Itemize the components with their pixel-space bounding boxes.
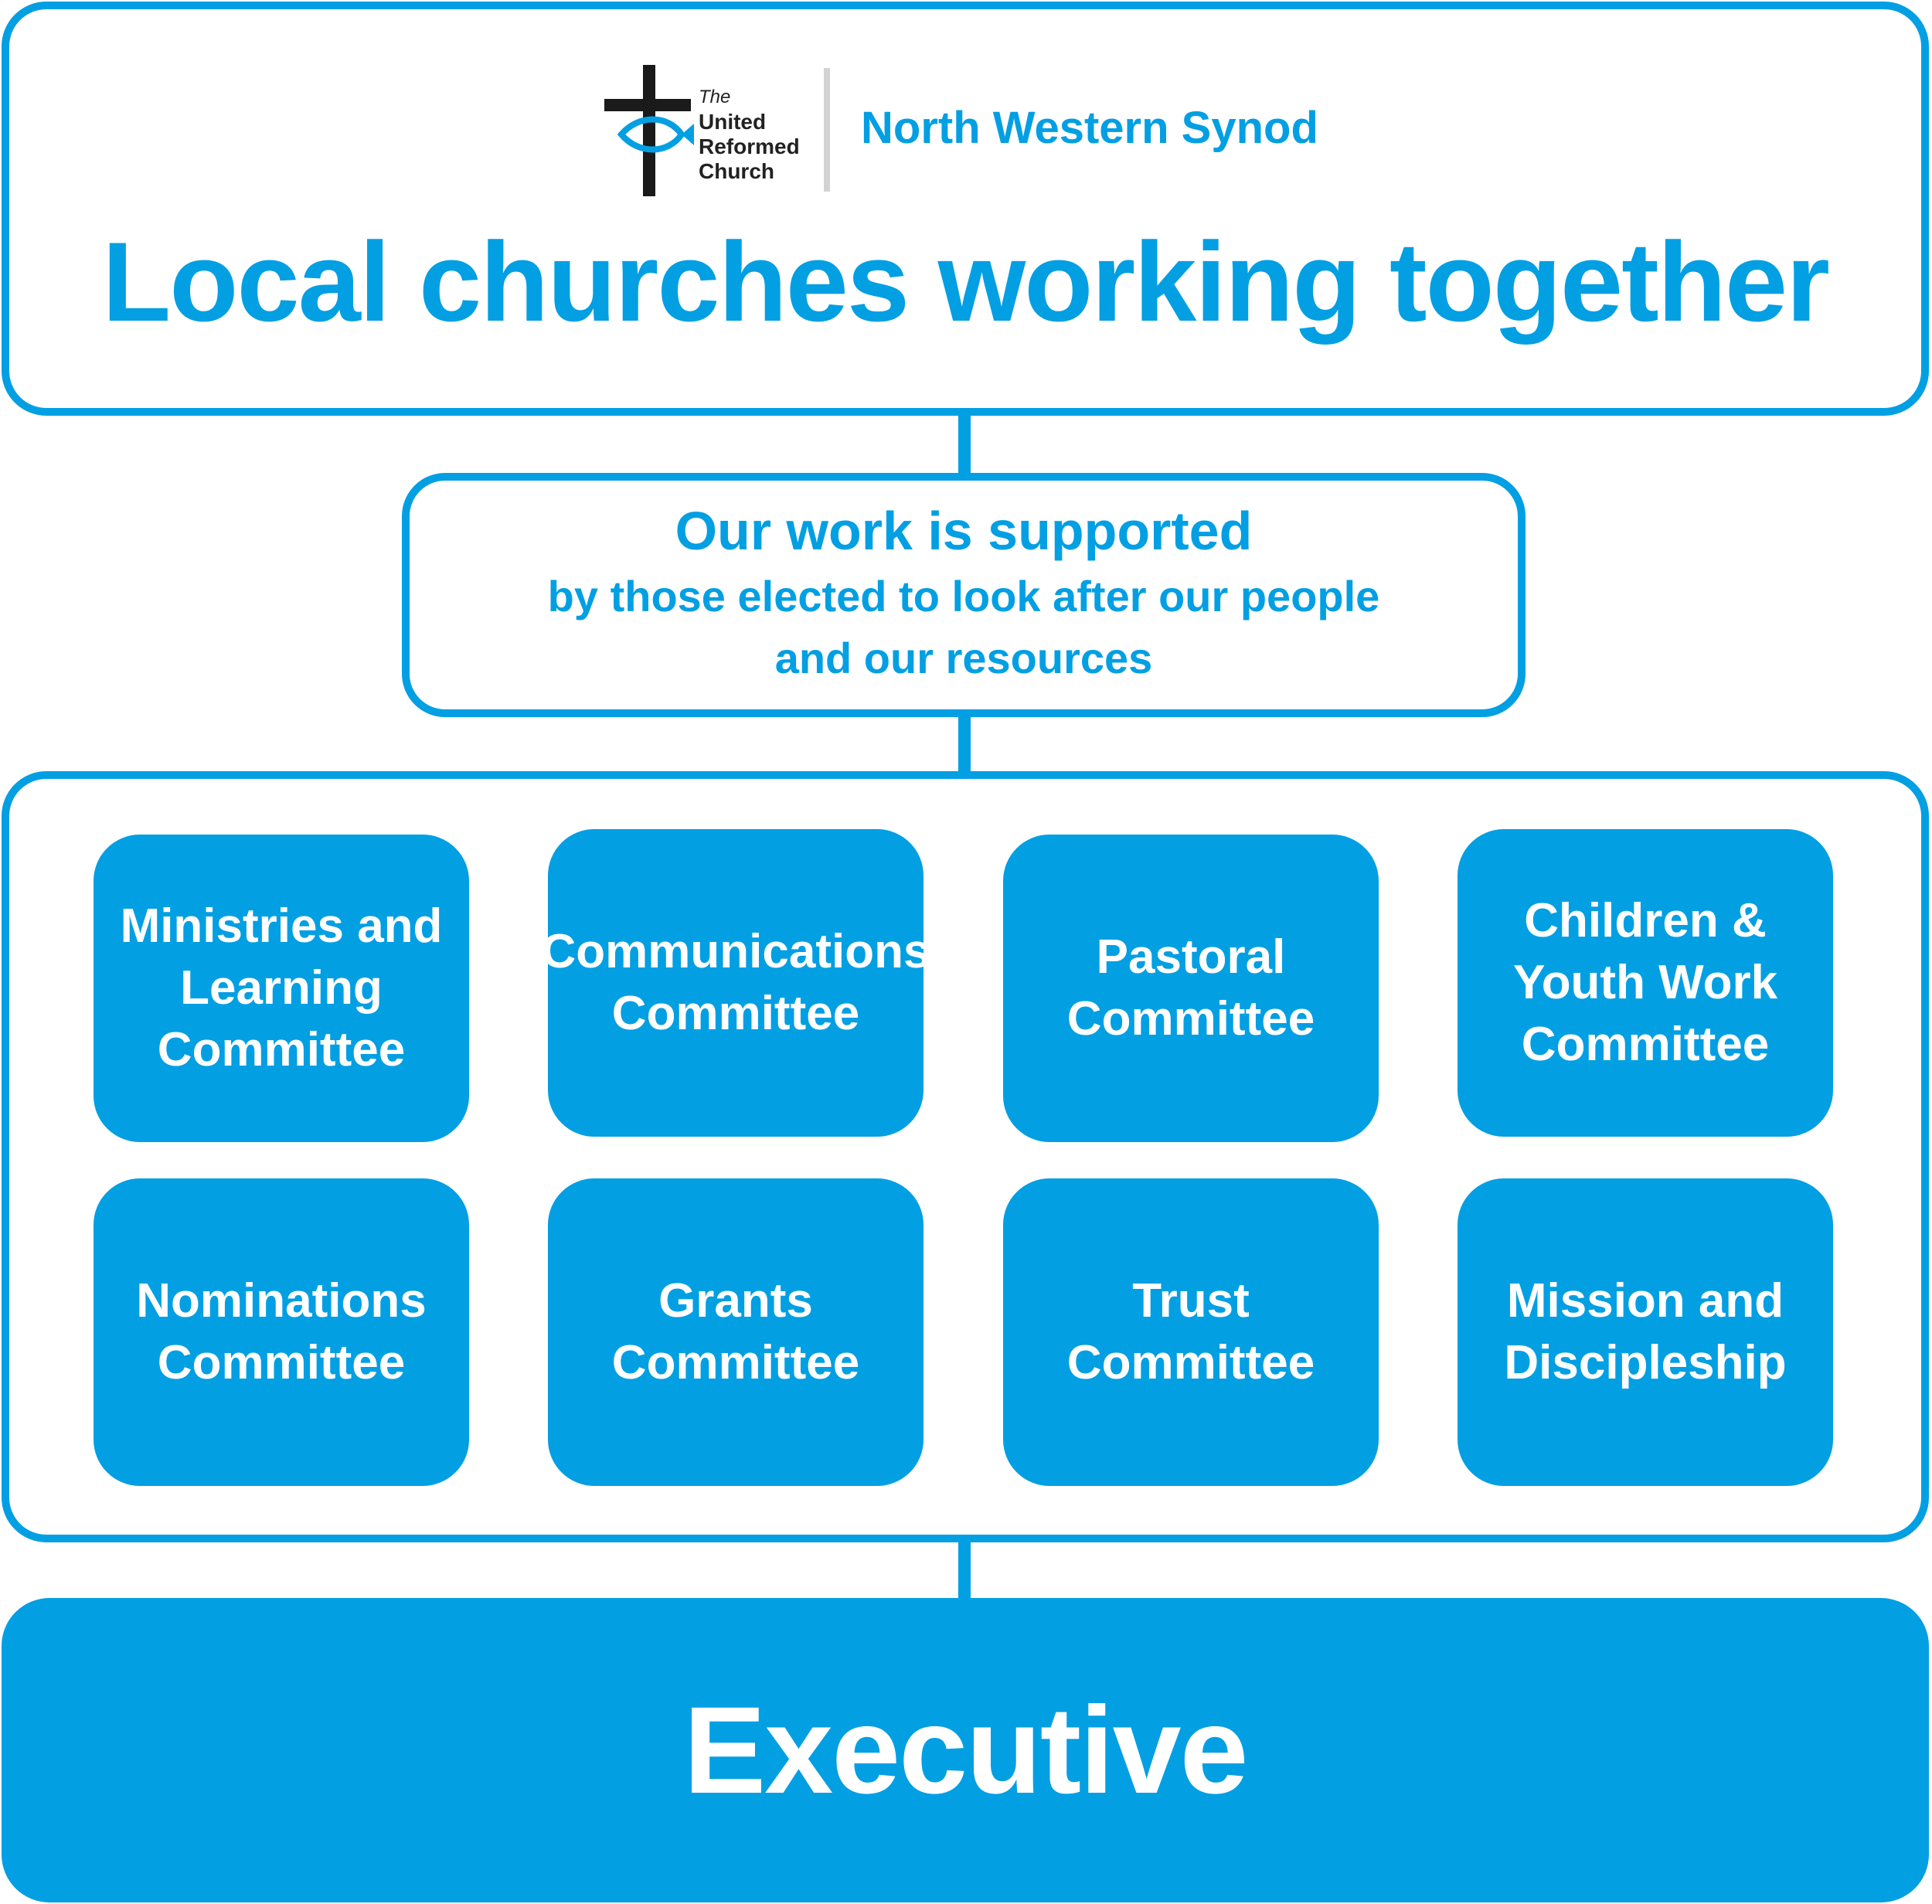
page-title: Local churches working together — [102, 219, 1830, 345]
synod-name: North Western Synod — [861, 103, 1318, 153]
committee-ministries-learning: Ministries and Learning Committee — [94, 835, 469, 1142]
logo: The United Reformed Church North Western… — [604, 65, 1377, 196]
support-text: Our work is supported by those elected t… — [410, 496, 1518, 689]
urc-united: United — [699, 110, 767, 134]
header-box: The United Reformed Church North Western… — [2, 2, 1929, 416]
committee-communications: Communications Committee — [542, 829, 930, 1137]
support-line-1: Our work is supported — [675, 501, 1253, 561]
connector-top-support — [958, 414, 971, 476]
committee-label: Trust Committee — [1066, 1274, 1315, 1389]
connector-support-committees — [958, 716, 971, 774]
logo-divider — [824, 68, 830, 192]
committee-label: Mission and Discipleship — [1504, 1274, 1787, 1389]
committee-label: Communications Committee — [541, 925, 930, 1040]
support-line-3: and our resources — [774, 634, 1153, 682]
committee-label: Pastoral Committee — [1066, 930, 1315, 1046]
committee-trust: Trust Committee — [1003, 1178, 1379, 1486]
executive-label: Executive — [683, 1681, 1248, 1819]
committee-label: Nominations Committee — [136, 1274, 427, 1389]
committee-pastoral: Pastoral Committee — [1003, 835, 1379, 1142]
committee-label: Ministries and Learning Committee — [120, 899, 443, 1076]
committee-mission-discipleship: Mission and Discipleship — [1458, 1178, 1833, 1486]
executive-box: Executive — [2, 1598, 1929, 1902]
committee-grants: Grants Committee — [548, 1178, 923, 1486]
urc-reformed: Reformed — [699, 134, 800, 158]
support-line-2: by those elected to look after our peopl… — [547, 572, 1380, 620]
support-box: Our work is supported by those elected t… — [402, 473, 1526, 717]
urc-church: Church — [699, 159, 774, 183]
urc-the: The — [699, 87, 731, 107]
committee-label: Grants Committee — [611, 1274, 860, 1389]
connector-committees-executive — [958, 1541, 971, 1601]
cross-fish-icon — [604, 65, 694, 196]
committee-nominations: Nominations Committee — [94, 1178, 469, 1486]
committee-label: Children & Youth Work Committee — [1512, 894, 1778, 1071]
urc-wordmark: The United Reformed Church — [699, 85, 800, 184]
committee-children-youth: Children & Youth Work Committee — [1458, 829, 1833, 1137]
